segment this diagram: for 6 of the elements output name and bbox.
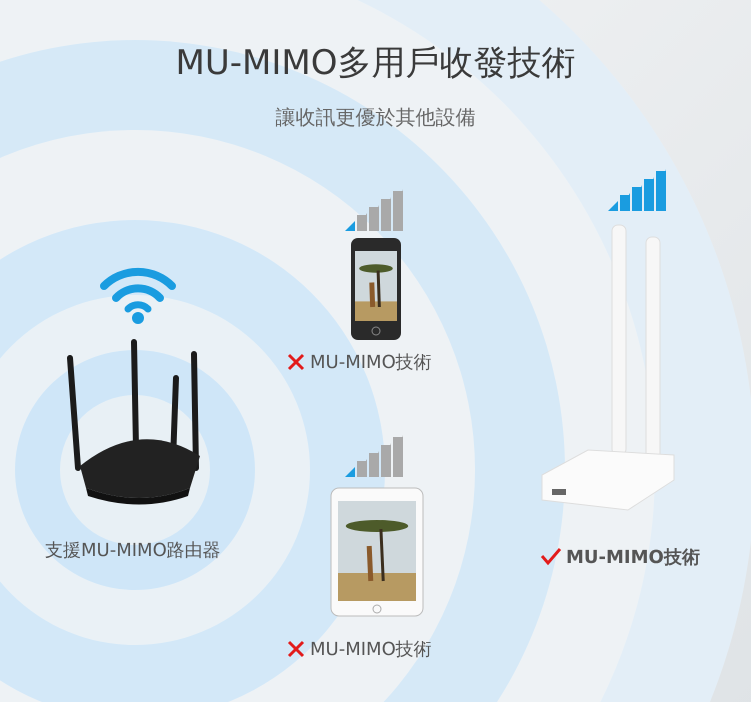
device-caption: 支援MU-MIMO路由器 <box>45 539 221 562</box>
device-caption: MU-MIMO技術 <box>310 351 432 374</box>
title: MU-MIMO多用戶收發技術 <box>174 42 576 85</box>
device-caption: MU-MIMO技術 <box>310 638 432 661</box>
subtitle: 讓收訊更優於其他設備 <box>274 104 476 131</box>
device-caption: MU-MIMO技術 <box>566 546 700 569</box>
